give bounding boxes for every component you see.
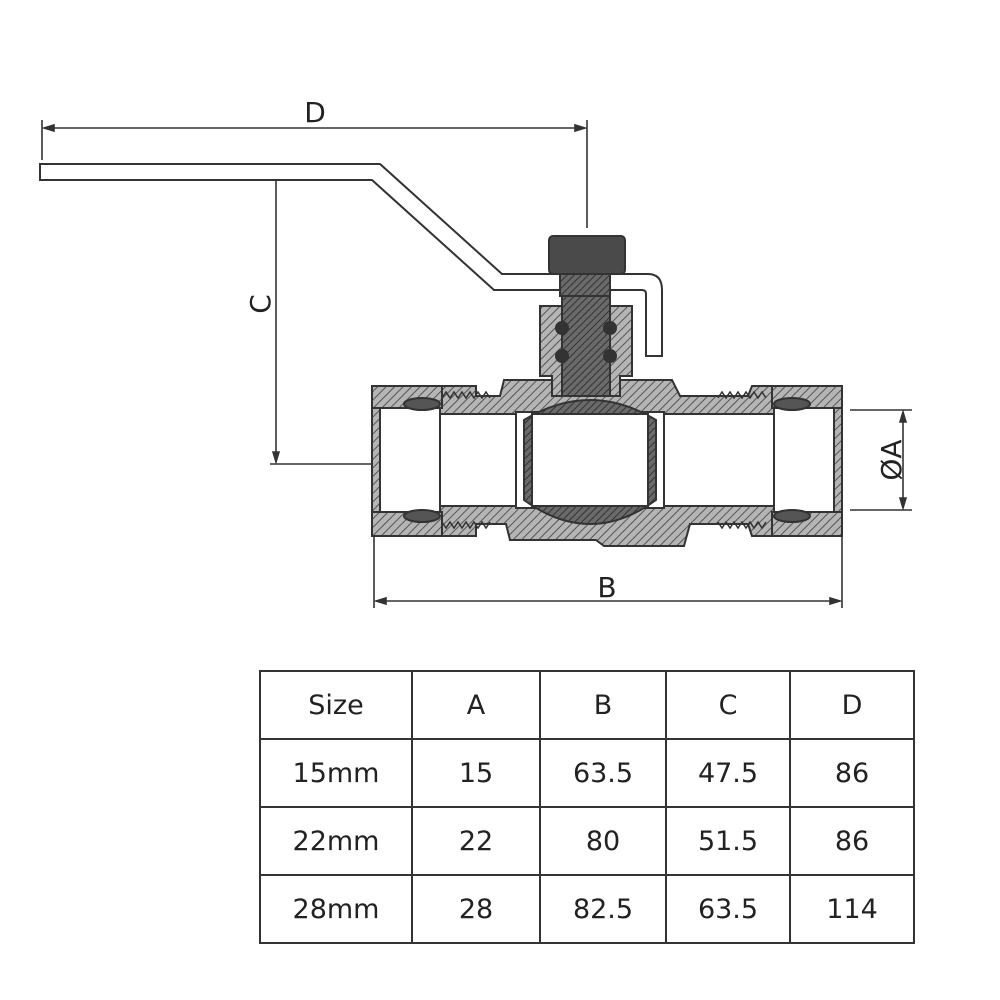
table-cell: 63.5	[539, 738, 667, 808]
table-cell: 22mm	[259, 806, 413, 876]
compression-nut-left	[371, 385, 443, 537]
table-row: 22mm 22 80 51.5 86	[259, 806, 915, 876]
table-cell: 15	[411, 738, 541, 808]
table-row: 28mm 28 82.5 63.5 114	[259, 874, 915, 944]
header-size: Size	[259, 670, 413, 740]
table-cell: 51.5	[665, 806, 791, 876]
header-d: D	[789, 670, 915, 740]
header-c: C	[665, 670, 791, 740]
gland-housing	[539, 295, 633, 411]
table-cell: 114	[789, 874, 915, 944]
table-header-row: Size A B C D	[259, 670, 915, 740]
table-cell: 22	[411, 806, 541, 876]
dimension-c	[270, 165, 372, 465]
table-cell: 28mm	[259, 874, 413, 944]
dimension-d-label: D	[304, 96, 326, 129]
thread-marks	[441, 390, 767, 530]
dimension-b	[373, 535, 843, 608]
header-a: A	[411, 670, 541, 740]
compression-nut-right	[771, 385, 843, 537]
dimension-c-label: C	[244, 294, 277, 314]
dimension-b-label: B	[597, 571, 616, 604]
table-row: 15mm 15 63.5 47.5 86	[259, 738, 915, 808]
table-cell: 86	[789, 738, 915, 808]
table-cell: 86	[789, 806, 915, 876]
dimension-a	[850, 409, 912, 511]
dimension-table: Size A B C D 15mm 15 63.5 47.5 86 22mm 2…	[259, 670, 915, 944]
table-cell: 80	[539, 806, 667, 876]
valve-cross-section-drawing: D C ØA B	[39, 96, 912, 608]
table-cell: 28	[411, 874, 541, 944]
table-cell: 63.5	[665, 874, 791, 944]
lever-handle	[39, 163, 663, 357]
header-b: B	[539, 670, 667, 740]
table-cell: 47.5	[665, 738, 791, 808]
dimension-d	[41, 120, 588, 228]
stem-nut	[548, 235, 626, 297]
table-cell: 15mm	[259, 738, 413, 808]
ball	[523, 399, 657, 525]
dimension-a-label: ØA	[875, 439, 908, 480]
table-cell: 82.5	[539, 874, 667, 944]
